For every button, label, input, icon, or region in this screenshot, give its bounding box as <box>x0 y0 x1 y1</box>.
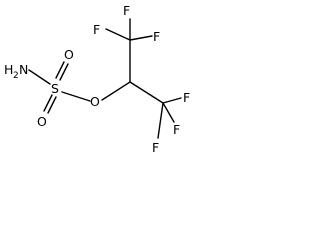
atom-f-bottom-left-label: F <box>152 140 159 155</box>
bond-s-o-ester <box>61 91 91 102</box>
bond-c-f-top-right <box>129 35 153 41</box>
bond-o-ch <box>101 81 131 101</box>
atom-h-subscript: 2 <box>13 71 19 81</box>
atom-f-bottom-right-label: F <box>183 90 190 105</box>
bond-s-o-top-a <box>55 61 65 79</box>
atom-h-label: H <box>4 62 13 77</box>
atom-f-bottom-mid-label: F <box>173 122 180 137</box>
atom-o-ester-label: O <box>90 94 100 109</box>
bond-c-f-bottom-right <box>162 97 182 104</box>
bond-n-s <box>28 69 51 85</box>
bond-c-f-bottom-mid <box>162 102 175 123</box>
bond-s-o-bottom-a <box>43 94 53 112</box>
bond-s-o-bottom-b <box>47 96 57 114</box>
bond-ch-cf3-bottom <box>129 81 164 104</box>
atom-n-label: N <box>19 62 28 77</box>
bond-c-f-bottom-left <box>157 102 164 139</box>
atom-o-bottom-label: O <box>37 114 47 129</box>
atom-o-top-label: O <box>64 47 74 62</box>
bond-s-o-top-b <box>59 63 69 81</box>
atom-f-top-left-label: F <box>93 22 100 37</box>
atom-s-label: S <box>51 81 59 96</box>
structure-diagram: H 2 N S O O O F F F F F F <box>0 0 204 158</box>
atom-f-top-right-label: F <box>153 29 160 44</box>
bond-c-f-top-left <box>105 28 131 41</box>
molecule-drawing: H 2 N S O O O F F F F F F <box>4 3 190 155</box>
atom-f-top-mid-label: F <box>123 3 130 18</box>
